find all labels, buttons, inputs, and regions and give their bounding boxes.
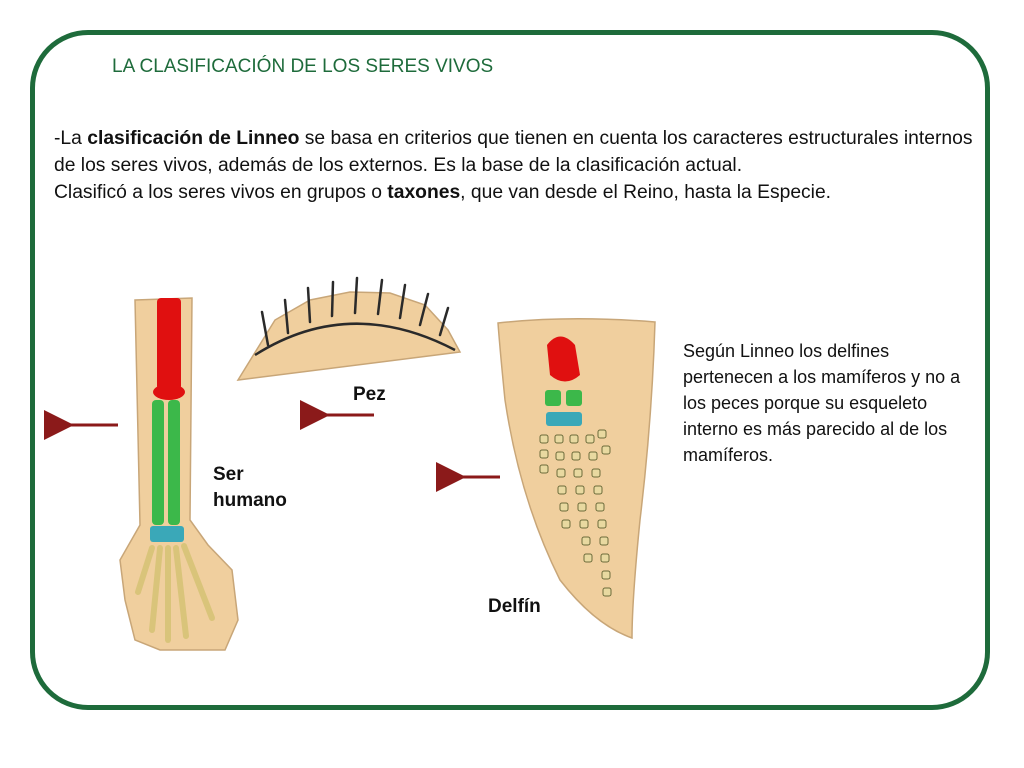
dolphin-flipper-illustration [498, 319, 655, 638]
label-delfin: Delfín [488, 594, 541, 620]
fish-fin-illustration [238, 278, 460, 380]
dolphin-explanation: Según Linneo los delfines pertenecen a l… [683, 338, 983, 468]
dolphin-ulna [566, 390, 582, 406]
dolphin-wrist [546, 412, 582, 426]
dolphin-radius [545, 390, 561, 406]
humerus-bone [157, 298, 181, 390]
wrist-bones [150, 526, 184, 542]
label-ser-humano: Ser humano [213, 462, 287, 514]
label-pez: Pez [353, 382, 386, 408]
ulna-bone [168, 400, 180, 525]
radius-bone [152, 400, 164, 525]
